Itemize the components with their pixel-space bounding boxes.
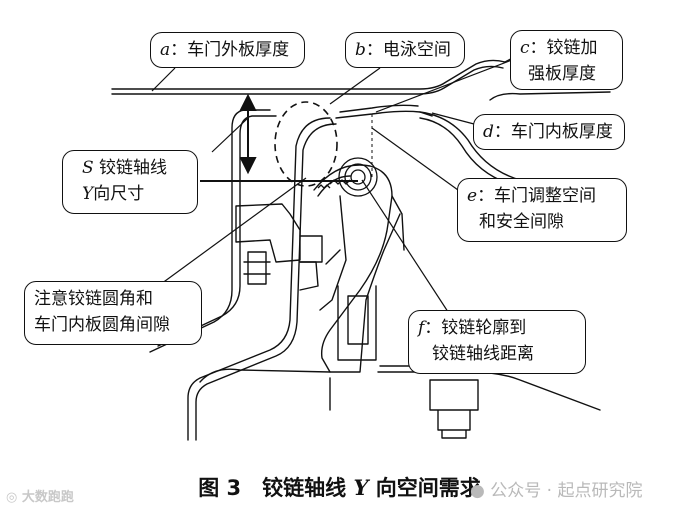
door-bolt — [429, 379, 479, 439]
label-corner-clearance-note: 注意铰链圆角和 车门内板圆角间隙 — [24, 281, 202, 345]
door-outer-panel-inner-line — [111, 65, 504, 95]
lower-frame — [199, 368, 331, 411]
inner-panel-top — [335, 110, 433, 119]
leader-a — [151, 67, 176, 92]
leader-s — [211, 117, 249, 153]
leader-f — [361, 179, 453, 319]
leader-b — [329, 67, 381, 105]
label-c-reinforcement-thickness: c：铰链加 强板厚度 — [510, 30, 623, 90]
hinge-lower-body — [337, 285, 377, 361]
leader-c — [375, 59, 513, 113]
watermark-left: ◎ 大数跑跑 — [6, 490, 74, 505]
leader-d — [431, 112, 475, 125]
label-f-profile-to-axis-distance: f：铰链轮廓到 铰链轴线距离 — [408, 310, 586, 374]
watermark-right: ● 公众号 · 起点研究院 — [470, 481, 643, 501]
figure-caption: 图 3 铰链轴线 Y 向空间需求 — [198, 475, 481, 500]
label-s-hinge-axis-y-size: S 铰链轴线 Y向尺寸 — [62, 150, 198, 214]
wechat-icon: ● — [470, 481, 491, 501]
door-outer-panel — [111, 59, 506, 90]
door-inner-panel — [187, 117, 331, 441]
leader-e — [371, 127, 459, 191]
s-dimension-arrow — [239, 93, 257, 175]
door-hinge-leaf — [313, 164, 401, 373]
label-d-inner-panel-thickness: d：车门内板厚度 — [473, 114, 625, 150]
door-inner-panel-line2 — [195, 123, 337, 441]
leader-note — [149, 177, 307, 293]
bracket-tab — [299, 235, 323, 263]
right-panel-curve — [419, 111, 611, 189]
label-e-adjustment-space: e：车门调整空间 和安全间隙 — [457, 178, 627, 242]
watermark-logo-icon: ◎ — [6, 490, 22, 505]
label-a-outer-panel-thickness: a：车门外板厚度 — [150, 32, 305, 68]
body-hinge-bracket — [235, 203, 301, 263]
hinge-lower-bolt — [347, 295, 369, 345]
hinge-leaf-web — [319, 195, 347, 311]
clearance-dashed-circle — [274, 101, 338, 187]
bracket-lower — [299, 261, 319, 291]
bracket-bolt — [243, 251, 271, 285]
label-b-electrophoresis-space: b：电泳空间 — [345, 32, 465, 68]
